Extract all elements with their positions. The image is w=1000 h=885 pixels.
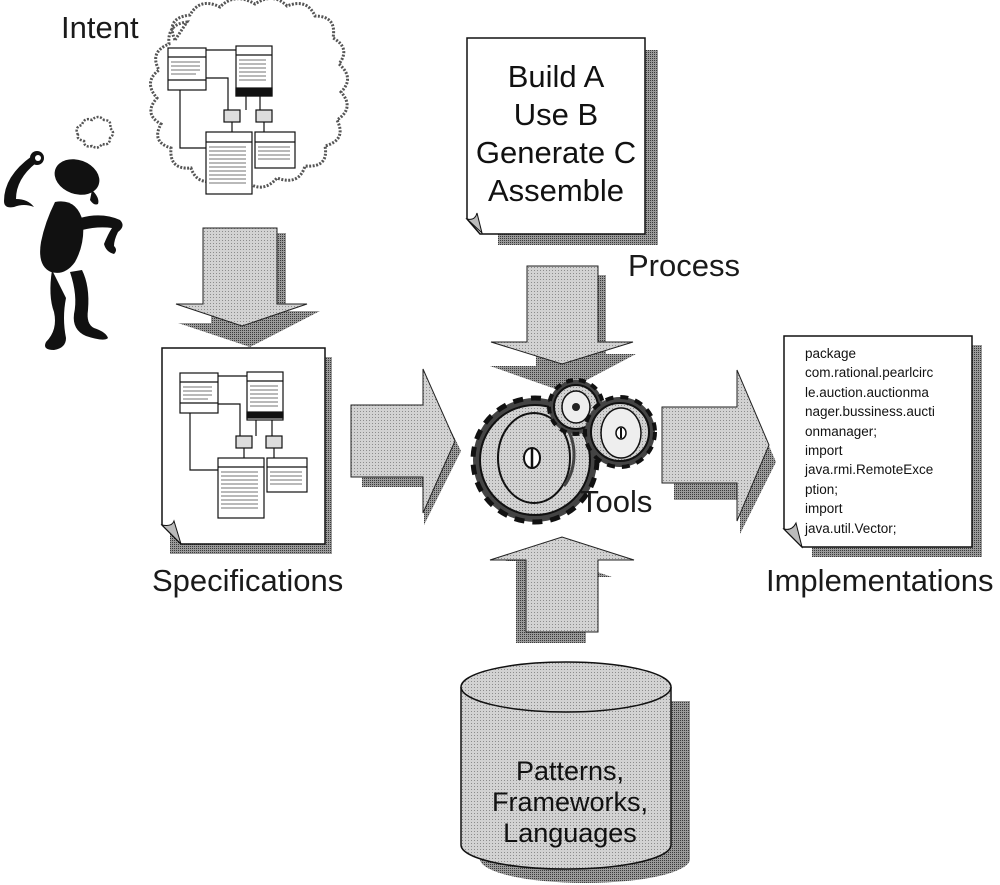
code-line: import: [805, 501, 843, 517]
code-line: onmanager;: [805, 423, 878, 439]
thought-bubble-small: [75, 115, 115, 149]
thought-cloud: [75, 0, 349, 195]
arrow-specifications-to-tools: [350, 368, 461, 525]
process-step: Generate C: [475, 135, 637, 170]
thinking-person-icon: [4, 151, 123, 350]
arrow-process-to-tools: [490, 265, 636, 392]
arrow-repository-to-tools: [489, 536, 635, 643]
arrow-tools-to-implementations: [661, 369, 776, 534]
gear-large-icon: [470, 395, 600, 525]
uml-diagram-intent: [167, 45, 296, 195]
gears-tools-icon: [470, 378, 657, 525]
label-specifications: Specifications: [152, 563, 344, 598]
implementation-code-text: package com.rational.pearlcirc le.auctio…: [805, 344, 970, 538]
arrow-intent-to-specifications: [175, 227, 320, 347]
code-line: com.rational.pearlcirc: [805, 365, 934, 381]
specifications-document: [160, 347, 332, 554]
repository-item: Languages: [503, 818, 637, 848]
repository-text: Patterns, Frameworks, Languages: [455, 756, 685, 849]
label-intent: Intent: [61, 10, 139, 45]
code-line: java.rmi.RemoteExce: [805, 462, 934, 478]
implementations-document: [782, 335, 982, 557]
code-line: package: [805, 346, 857, 361]
code-line: le.auction.auctionma: [805, 384, 929, 400]
code-line: nager.bussiness.aucti: [805, 404, 935, 420]
label-tools: Tools: [580, 484, 653, 519]
code-line: ption;: [805, 481, 839, 497]
gear-medium-icon: [583, 395, 657, 469]
process-step: Assemble: [487, 173, 625, 208]
code-line: import: [805, 443, 843, 459]
repository-item: Patterns,: [515, 756, 625, 786]
repository-cylinder-icon: [460, 661, 690, 883]
uml-diagram-specifications: [179, 371, 308, 519]
code-line: java.util.Vector;: [805, 520, 897, 536]
label-process: Process: [628, 248, 740, 283]
repository-item: Frameworks,: [491, 787, 648, 817]
label-implementations: Implementations: [766, 563, 994, 598]
process-document-text: Build A Use B Generate C Assemble: [462, 58, 650, 210]
process-step: Use B: [513, 97, 599, 132]
process-document: [465, 37, 658, 245]
process-step: Build A: [507, 59, 605, 94]
